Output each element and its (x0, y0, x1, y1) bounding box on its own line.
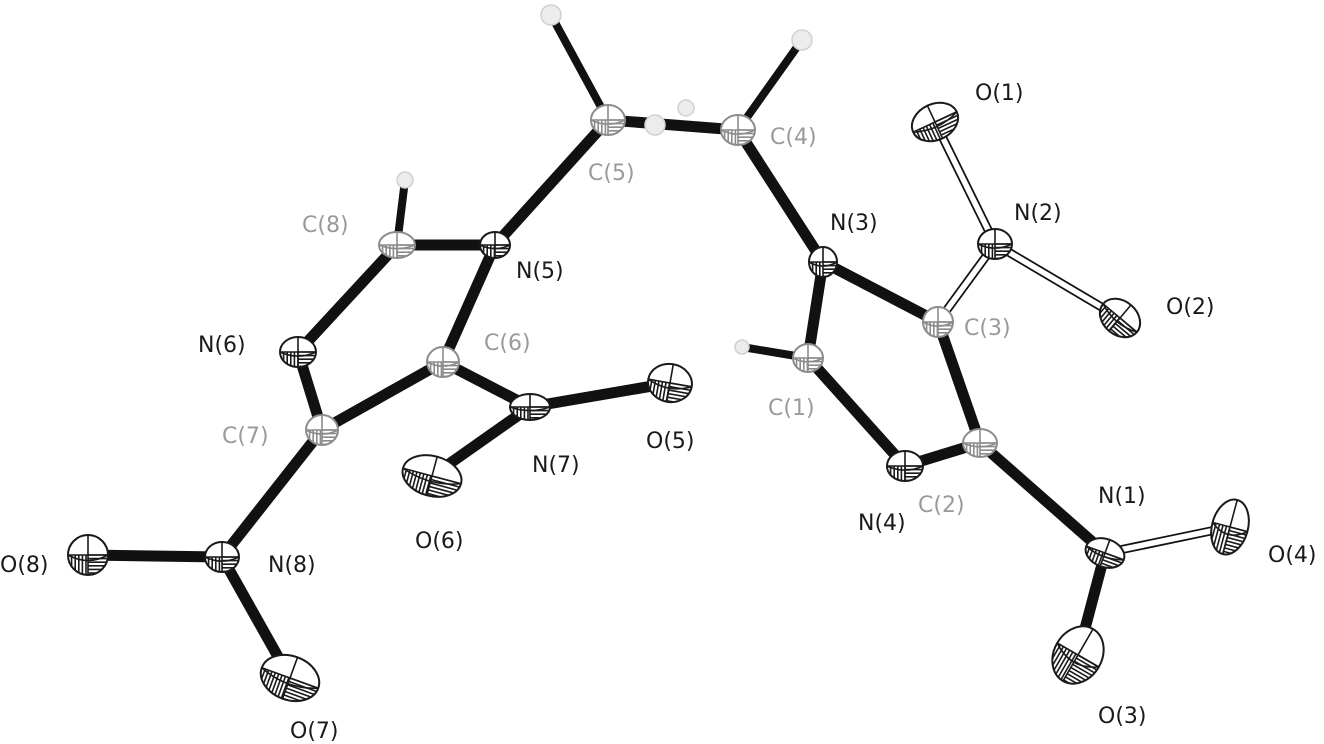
atom-o1 (910, 101, 965, 149)
atom-c5 (590, 104, 626, 136)
bond-c5-c4 (602, 114, 744, 136)
label-c7: C(7) (222, 424, 269, 449)
label-c1: C(1) (768, 396, 815, 421)
label-o5: O(5) (646, 429, 694, 454)
label-c8: C(8) (302, 213, 349, 238)
label-o6: O(6) (415, 529, 463, 554)
label-o4: O(4) (1268, 543, 1316, 568)
atom-o4 (1205, 498, 1250, 557)
bonds-layer (82, 11, 1235, 684)
label-o1: O(1) (975, 81, 1023, 106)
label-n2: N(2) (1014, 201, 1062, 226)
atom-n5 (479, 231, 511, 259)
label-o2: O(2) (1166, 295, 1214, 320)
hydrogen-atoms-layer (396, 4, 813, 355)
label-c4: C(4) (770, 125, 817, 150)
label-o3: O(3) (1098, 704, 1146, 729)
label-n4: N(4) (858, 511, 906, 536)
label-n7: N(7) (532, 453, 580, 478)
atom-c2 (962, 428, 998, 458)
bond-c4-h4 (734, 36, 806, 134)
bond-c2-n1 (974, 437, 1111, 559)
atom-o8 (67, 534, 109, 576)
atom-o7 (254, 653, 321, 709)
atom-c3 (922, 306, 954, 338)
bond-c5-n5 (489, 114, 614, 251)
bond-c8-n6 (292, 239, 403, 358)
atom-n6 (279, 336, 317, 368)
label-o7: O(7) (290, 719, 338, 744)
bond-n3-c3 (817, 256, 944, 328)
atom-n8 (204, 541, 240, 573)
atom-o2 (1092, 297, 1142, 344)
bond-n1-o4 (1100, 522, 1235, 558)
hydrogen-atom-h5b (644, 114, 666, 136)
atom-c6 (426, 346, 460, 378)
bond-c1-n4 (802, 352, 911, 472)
atom-n3 (808, 246, 838, 278)
label-n6: N(6) (198, 333, 246, 358)
hydrogen-atom-h4 (791, 29, 813, 51)
atom-o5 (645, 362, 693, 406)
heavy-atoms-layer (67, 101, 1250, 709)
bond-c2-c3 (932, 316, 986, 449)
hydrogen-atom-h5 (540, 4, 562, 26)
atom-c4 (720, 114, 756, 146)
atom-c8 (378, 231, 416, 259)
atom-n1 (1081, 537, 1126, 571)
label-c3: C(3) (964, 316, 1011, 341)
bond-n7-o5 (524, 377, 676, 413)
label-n3: N(3) (830, 211, 878, 236)
bond-c6-n5 (437, 239, 501, 368)
atom-c7 (305, 414, 339, 446)
atom-o3 (1042, 625, 1105, 693)
atom-n2 (977, 228, 1013, 260)
label-n1: N(1) (1098, 484, 1146, 509)
label-c6: C(6) (484, 331, 531, 356)
bond-c7-c6 (316, 356, 449, 436)
bond-n3-c1 (802, 256, 829, 364)
label-c2: C(2) (918, 493, 965, 518)
hydrogen-atom-h8 (396, 171, 414, 189)
hydrogen-atom-h1 (734, 339, 750, 355)
hydrogen-atom-h4b (677, 99, 695, 117)
label-n8: N(8) (268, 553, 316, 578)
label-o8: O(8) (0, 553, 48, 578)
bond-n8-o8 (82, 549, 228, 563)
atom-n7 (509, 393, 551, 421)
label-c5: C(5) (588, 161, 635, 186)
bond-c4-n3 (732, 124, 829, 268)
atom-n4 (886, 450, 924, 482)
bond-n2-o2 (990, 239, 1125, 323)
bond-c7-n8 (216, 424, 328, 563)
atom-c1 (792, 343, 824, 373)
bond-c5-h5 (547, 11, 612, 124)
atom-labels-layer: O(1) O(2) O(3) O(4) O(5) O(6) O(7) O(8) … (0, 81, 1316, 744)
bond-n2-o1 (930, 117, 1000, 249)
label-n5: N(5) (516, 259, 564, 284)
